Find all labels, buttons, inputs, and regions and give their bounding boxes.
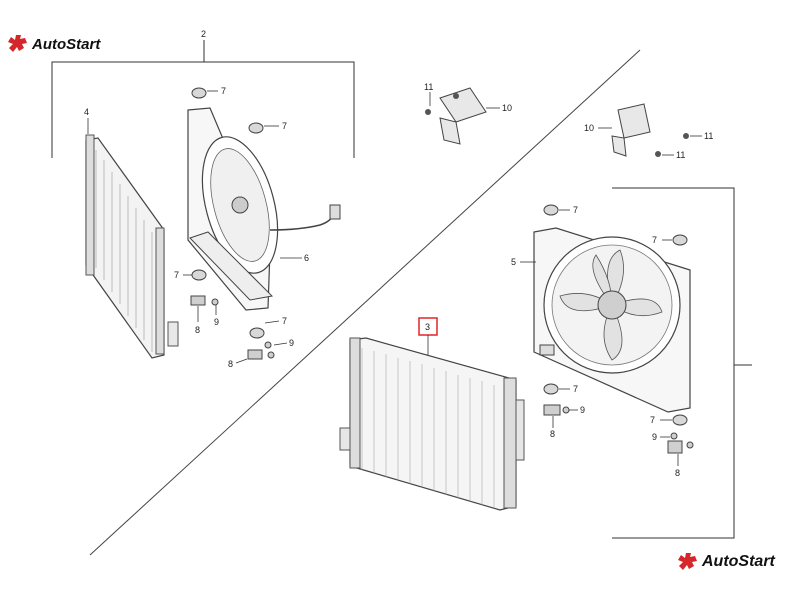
callout-11: 11 [704,131,713,141]
bracket-2 [51,40,355,158]
callout-11: 11 [424,82,433,92]
callout-8: 8 [228,359,233,369]
callout-9: 9 [214,317,219,327]
callout-4: 4 [84,107,89,117]
brand-logo-bottom: AutoStart [678,553,775,571]
callout-10: 10 [584,123,594,133]
fan-assembly-5 [533,227,691,413]
sensor-module [439,87,651,157]
callout-8: 8 [675,468,680,478]
bracket-clip [190,295,275,360]
fan-shroud-left [187,107,341,311]
brand-name: AutoStart [32,35,101,53]
callout-8: 8 [195,325,200,335]
radiator-3 [339,337,525,511]
callout-7: 7 [282,121,287,131]
callout-7: 7 [650,415,655,425]
callout-10: 10 [502,103,512,113]
callout-8: 8 [550,429,555,439]
callout-7: 7 [573,205,578,215]
callout-7: 7 [174,270,179,280]
autostart-logo-icon [8,35,28,53]
callout-9: 9 [580,405,585,415]
callout-7: 7 [573,384,578,394]
callout-7: 7 [652,235,657,245]
callout-9: 9 [652,432,657,442]
callout-9: 9 [289,338,294,348]
brand-logo-top: AutoStart [8,35,100,53]
brand-name: AutoStart [702,553,775,570]
callout-3: 3 [425,322,430,332]
divider-line [89,49,641,556]
autostart-logo-icon [678,553,698,571]
condenser-4 [85,134,179,359]
nut [425,93,689,157]
bracket-clip [543,404,694,454]
callout-7: 7 [282,316,287,326]
rubber-mount [191,87,265,339]
callout-6: 6 [304,253,309,263]
rubber-mount [543,204,688,426]
callout-11: 11 [676,150,685,160]
callout-5: 5 [511,257,516,267]
callout-7: 7 [221,86,226,96]
callout-2: 2 [201,29,206,39]
bracket-5 [612,187,752,539]
